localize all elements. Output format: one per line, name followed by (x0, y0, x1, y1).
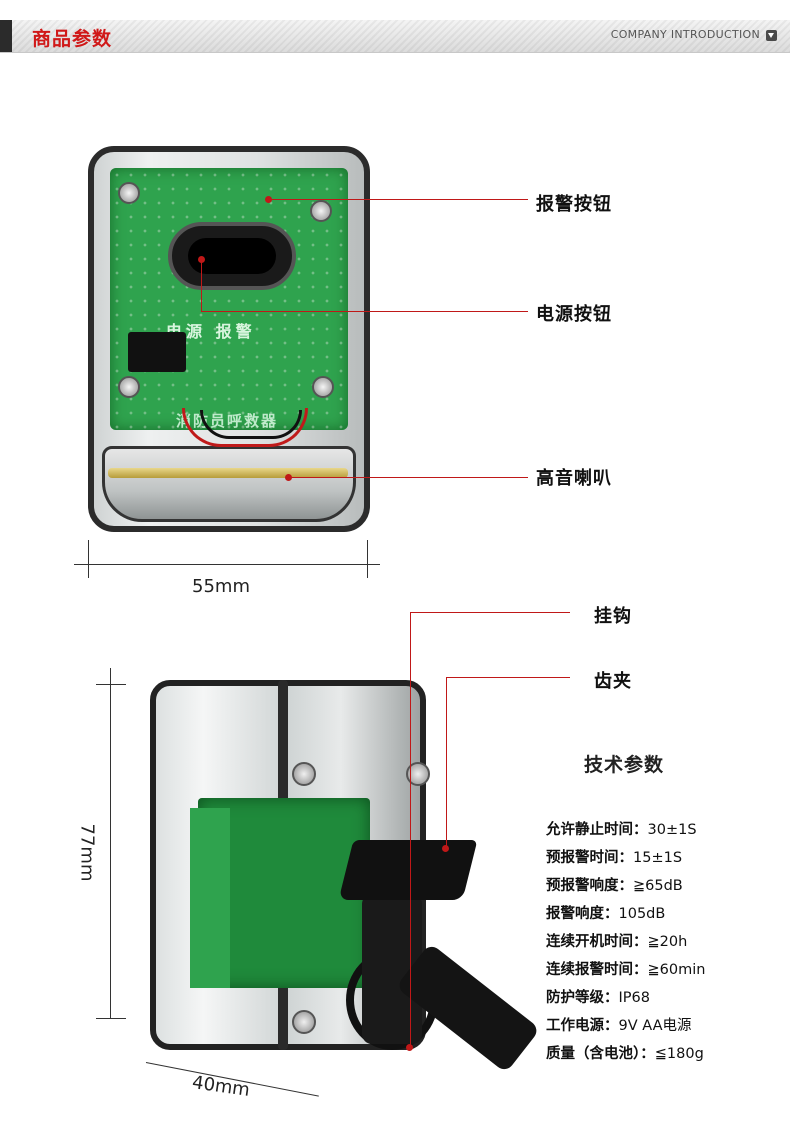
callout-leader (201, 311, 528, 312)
callout-leader (446, 677, 570, 678)
spec-value: ≧60min (647, 962, 706, 978)
circuit-board: 电源 报警 消防员呼救器 (110, 168, 348, 430)
spec-key: 质量（含电池）： (546, 1046, 655, 1062)
header-accent-bar (0, 20, 12, 52)
product-front-image: 电源 报警 消防员呼救器 (88, 146, 370, 532)
spec-item: 允许静止时间：30±1S (546, 818, 786, 846)
spec-value: ≧65dB (633, 878, 683, 894)
spec-value: 9V AA电源 (618, 1018, 692, 1034)
pcb-pattern (110, 168, 348, 430)
spec-item: 连续报警时间：≧60min (546, 958, 786, 986)
spec-key: 连续报警时间： (546, 962, 648, 978)
callout-leader (410, 612, 570, 613)
spec-value: 30±1S (647, 822, 697, 838)
spec-item: 预报警时间：15±1S (546, 846, 786, 874)
callout-alarm-button: 报警按钮 (536, 194, 612, 215)
specs-title: 技术参数 (584, 754, 665, 776)
arrow-down-icon[interactable] (766, 30, 777, 41)
pcb-edge (190, 808, 230, 988)
section-header: 商品参数 COMPANY INTRODUCTION (0, 20, 790, 53)
spec-key: 防护等级： (546, 990, 619, 1006)
spec-value: 15±1S (633, 850, 683, 866)
callout-leader (446, 677, 447, 847)
height-dimension-label: 77mm (76, 823, 98, 882)
spec-item: 防护等级：IP68 (546, 986, 786, 1014)
pcb-marking: 电源 报警 (166, 322, 256, 341)
spec-item: 报警响度：105dB (546, 902, 786, 930)
dimension-tick (88, 540, 89, 578)
dimension-line-width (74, 564, 380, 565)
callout-leader (410, 612, 411, 1048)
spec-key: 预报警响度： (546, 878, 633, 894)
spec-value: 105dB (618, 906, 666, 922)
dimension-line-height (110, 668, 111, 1018)
spec-key: 连续开机时间： (546, 934, 648, 950)
spec-key: 工作电源： (546, 1018, 619, 1034)
callout-dot (406, 1044, 413, 1051)
dimension-tick (96, 684, 126, 685)
spec-key: 预报警时间： (546, 850, 633, 866)
width-dimension-label: 55mm (192, 576, 250, 597)
dimension-tick (96, 1018, 126, 1019)
callout-dot (442, 845, 449, 852)
spec-value: IP68 (618, 990, 650, 1006)
dimension-tick (367, 540, 368, 578)
screw-icon (118, 182, 140, 204)
callout-hook: 挂钩 (594, 606, 632, 627)
spec-key: 允许静止时间： (546, 822, 648, 838)
screw-icon (292, 762, 316, 786)
device-base (102, 446, 356, 522)
callout-power-button: 电源按钮 (536, 304, 612, 325)
spec-item: 连续开机时间：≧20h (546, 930, 786, 958)
black-wire (200, 410, 302, 439)
screw-icon (312, 376, 334, 398)
section-title: 商品参数 (32, 28, 113, 50)
callout-leader (268, 199, 528, 200)
screw-icon (118, 376, 140, 398)
relay-component (128, 332, 186, 372)
company-introduction-link[interactable]: COMPANY INTRODUCTION (610, 28, 760, 41)
alarm-power-button-housing (168, 222, 296, 290)
spec-item: 质量（含电池）：≦180g (546, 1042, 786, 1070)
callout-leader (201, 259, 202, 311)
speaker-strip (108, 468, 348, 478)
spec-item: 工作电源：9V AA电源 (546, 1014, 786, 1042)
specs-list: 允许静止时间：30±1S 预报警时间：15±1S 预报警响度：≧65dB 报警响… (546, 818, 786, 1070)
spec-key: 报警响度： (546, 906, 619, 922)
tooth-clip (338, 840, 478, 900)
callout-leader (288, 477, 528, 478)
screw-icon (310, 200, 332, 222)
product-side-image (150, 680, 541, 1074)
header-pattern (0, 20, 790, 52)
spec-value: ≦180g (654, 1046, 704, 1062)
callout-speaker: 高音喇叭 (536, 468, 612, 489)
spec-value: ≧20h (647, 934, 688, 950)
screw-icon (292, 1010, 316, 1034)
callout-tooth-clip: 齿夹 (594, 671, 632, 692)
depth-dimension-label: 40mm (190, 1072, 252, 1101)
spec-item: 预报警响度：≧65dB (546, 874, 786, 902)
